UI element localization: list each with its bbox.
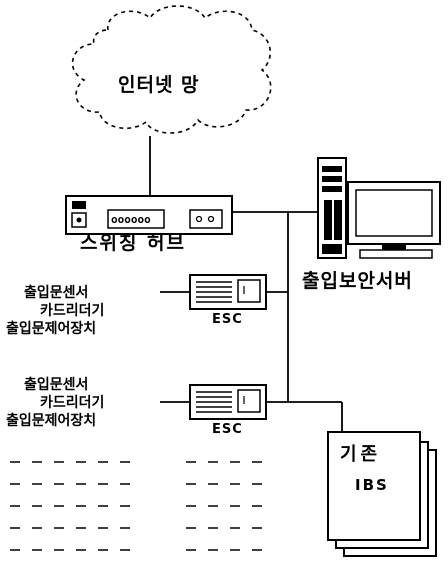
device-line-1b: 카드리더기 (40, 303, 105, 319)
device-line-2c: 출입문제어장치 (6, 413, 97, 429)
cloud-label: 인터넷 망 (118, 74, 200, 96)
ibs-label-line1: 기존 (340, 444, 382, 465)
server-label: 출입보안서버 (302, 270, 413, 292)
esc-box-2 (189, 384, 267, 420)
esc-label-2: ESC (212, 422, 243, 437)
ibs-stack (327, 431, 437, 557)
continuation-dashes (10, 461, 266, 551)
ibs-label-line2: IBS (355, 476, 389, 494)
server-tower (317, 157, 347, 259)
esc-label-1: ESC (212, 312, 243, 327)
server-monitor (347, 181, 441, 259)
switching-hub: oooooo (65, 195, 233, 235)
device-line-1a: 출입문센서 (24, 285, 89, 301)
internet-cloud (71, 5, 272, 134)
hub-label: 스위칭 허브 (80, 232, 187, 254)
device-line-2a: 출입문센서 (24, 377, 89, 393)
esc-box-1 (189, 274, 267, 310)
device-line-1c: 출입문제어장치 (6, 321, 97, 337)
hub-ports: oooooo (111, 213, 151, 226)
device-line-2b: 카드리더기 (40, 395, 105, 411)
